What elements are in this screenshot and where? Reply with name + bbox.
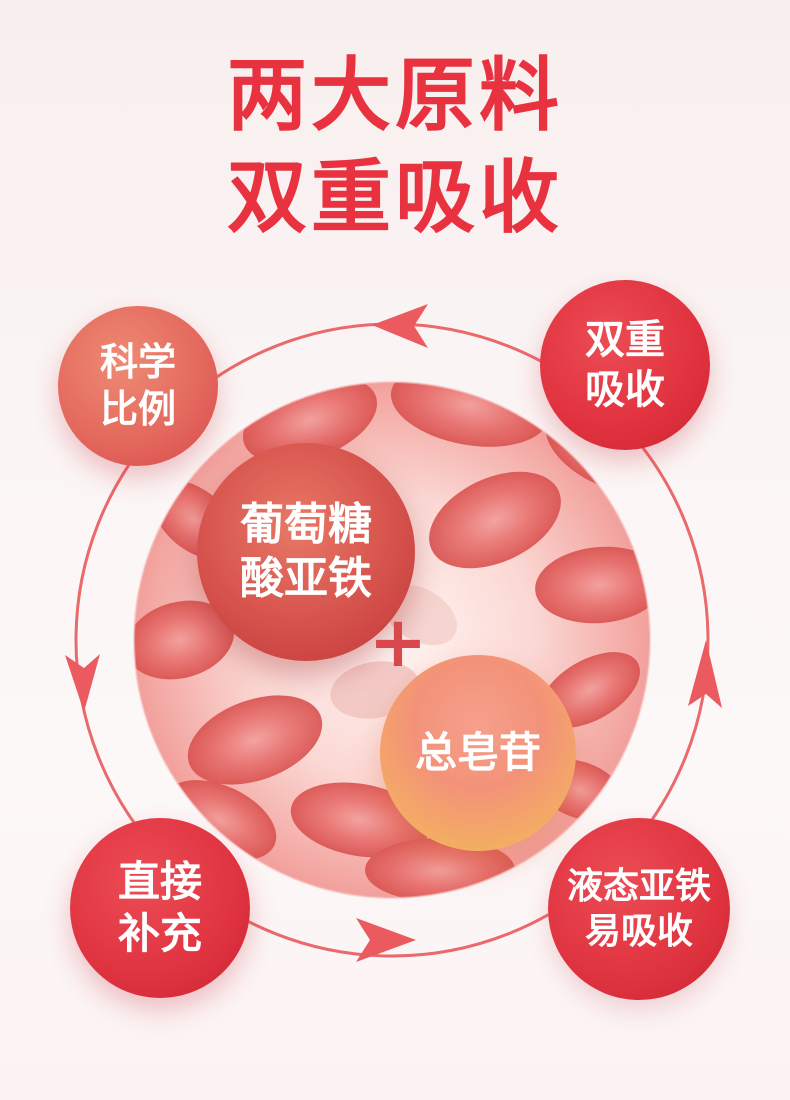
arrow-left-icon [65,654,100,712]
glucose-line1: 葡萄糖 [240,499,372,551]
corner-bl-line1: 直接 [117,856,202,906]
corner-liquid-iron: 液态亚铁 易吸收 [548,818,730,1000]
corner-tl-line2: 比例 [99,387,176,431]
ingredient-total-saponin: 总皂苷 [380,655,576,851]
corner-bl-line2: 补充 [117,909,202,958]
glucose-line2: 酸亚铁 [240,553,372,604]
ingredient-ferrous-gluconate: 葡萄糖 酸亚铁 [197,443,415,661]
corner-direct-supplement: 直接 补充 [70,818,250,998]
corner-tr-line2: 吸收 [585,367,665,413]
corner-tl-line1: 科学 [99,339,176,384]
title-line-1: 两大原料 [227,49,563,142]
corner-science-ratio: 科学 比例 [58,306,218,466]
arrow-top-icon [372,304,428,348]
corner-double-absorption: 双重 吸收 [540,280,710,450]
plus-icon: + [368,601,428,683]
saponin-label: 总皂苷 [414,728,541,778]
title-line-2: 双重吸收 [227,151,563,244]
corner-tr-line1: 双重 [585,317,665,363]
arrow-bottom-icon [356,918,416,962]
corner-br-line2: 易吸收 [584,911,693,952]
arrow-right-icon [688,640,722,708]
corner-br-line1: 液态亚铁 [566,866,711,907]
